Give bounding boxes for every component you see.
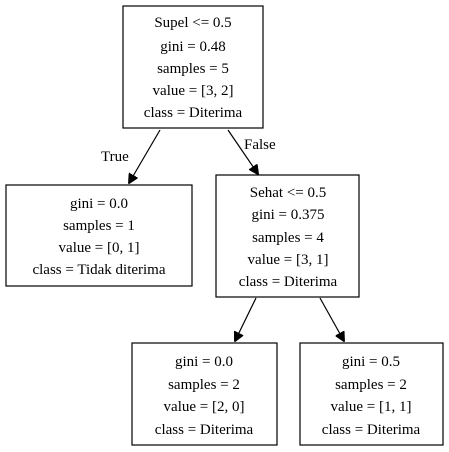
node-left-line-4: class = Tidak diterima bbox=[32, 262, 165, 278]
tree-node-left: gini = 0.0 samples = 1 value = [0, 1] cl… bbox=[5, 184, 193, 287]
edge-right-to-right-right bbox=[319, 297, 344, 341]
node-root-line-5: class = Diterima bbox=[144, 105, 243, 121]
edge-root-to-left bbox=[129, 129, 161, 183]
node-root-line-3: samples = 5 bbox=[157, 61, 229, 77]
node-right-left-line-1: gini = 0.0 bbox=[175, 354, 233, 370]
node-left-line-2: samples = 1 bbox=[63, 218, 135, 234]
edge-label-true: True bbox=[101, 149, 129, 165]
node-right-line-4: value = [3, 1] bbox=[248, 252, 329, 268]
node-root-line-2: gini = 0.48 bbox=[160, 39, 226, 55]
node-right-line-5: class = Diterima bbox=[239, 274, 338, 290]
node-right-right-line-3: value = [1, 1] bbox=[331, 399, 412, 415]
node-right-line-3: samples = 4 bbox=[252, 230, 324, 246]
node-right-right-line-4: class = Diterima bbox=[322, 422, 421, 438]
node-right-line-2: gini = 0.375 bbox=[251, 207, 324, 223]
node-right-left-line-3: value = [2, 0] bbox=[164, 399, 245, 415]
node-right-left-line-2: samples = 2 bbox=[168, 377, 240, 393]
node-right-right-line-2: samples = 2 bbox=[335, 377, 407, 393]
node-right-right-line-1: gini = 0.5 bbox=[342, 354, 400, 370]
edges: True False bbox=[101, 129, 344, 341]
tree-node-root: Supel <= 0.5 gini = 0.48 samples = 5 val… bbox=[122, 5, 264, 129]
tree-node-right-left: gini = 0.0 samples = 2 value = [2, 0] cl… bbox=[131, 342, 278, 446]
node-left-line-1: gini = 0.0 bbox=[70, 196, 128, 212]
node-root-line-1: Supel <= 0.5 bbox=[154, 15, 231, 31]
node-root-line-4: value = [3, 2] bbox=[153, 83, 234, 99]
node-right-line-1: Sehat <= 0.5 bbox=[250, 185, 327, 201]
edge-root-to-right bbox=[227, 129, 258, 174]
tree-node-right-right: gini = 0.5 samples = 2 value = [1, 1] cl… bbox=[299, 342, 444, 446]
tree-node-right: Sehat <= 0.5 gini = 0.375 samples = 4 va… bbox=[215, 174, 360, 298]
edge-label-false: False bbox=[244, 137, 276, 153]
edge-right-to-right-left bbox=[235, 297, 257, 341]
node-left-line-3: value = [0, 1] bbox=[59, 240, 140, 256]
node-right-left-line-4: class = Diterima bbox=[155, 422, 254, 438]
